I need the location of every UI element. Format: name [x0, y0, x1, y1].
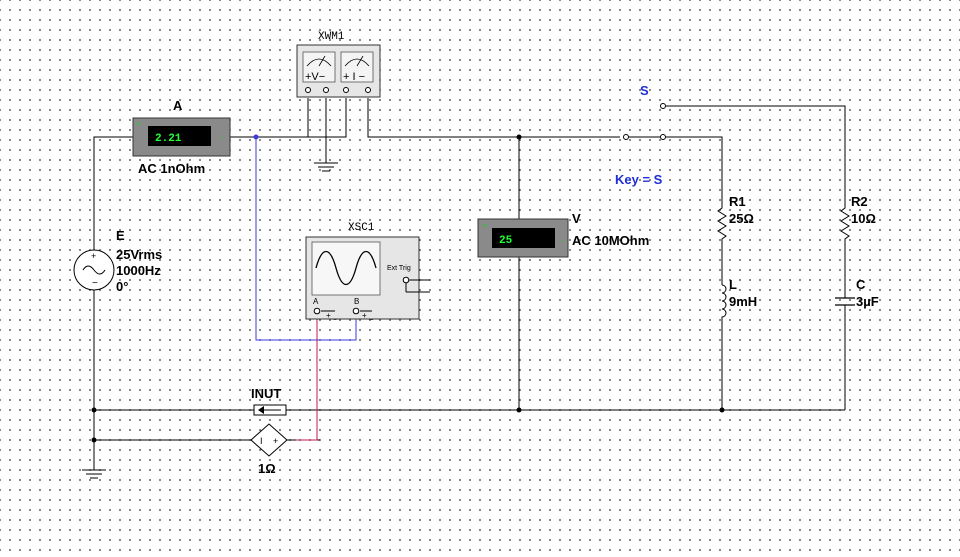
dep-source-plus: + [273, 436, 278, 446]
wattmeter[interactable]: XWM1 +V− + I − [296, 31, 381, 98]
voltmeter[interactable]: 25 + - V AC 10MOhm [477, 211, 649, 258]
voltage-dial-icon [306, 58, 332, 67]
channel-a-polarity: + _ [326, 311, 338, 320]
channel-a-label: A [313, 297, 319, 306]
oscilloscope-label: XSC1 [348, 222, 375, 234]
voltmeter-plus-terminal: + [482, 221, 487, 230]
wire-scope-channel-b[interactable] [296, 312, 318, 441]
switch-contact[interactable] [660, 134, 666, 140]
ammeter[interactable]: 2.21 + - A AC 1nOhm [132, 98, 231, 176]
l-label: L [729, 277, 737, 292]
source-plus-terminal: + [91, 251, 96, 261]
wattmeter-label: XWM1 [318, 31, 345, 43]
wattmeter-terminal[interactable] [323, 87, 329, 93]
source-frequency: 1000Hz [116, 263, 161, 278]
wire-scope-channel-a[interactable] [255, 137, 357, 341]
ext-trig-terminal[interactable] [402, 276, 410, 284]
sine-wave-icon [82, 265, 106, 275]
junction-dot [516, 407, 522, 413]
arrow-left-icon [258, 406, 264, 414]
junction-dot [91, 437, 97, 443]
voltmeter-label: V [572, 211, 581, 226]
wattmeter-voltage-term: +V− [305, 71, 325, 83]
r2-label: R2 [851, 194, 868, 209]
junction-dot [91, 407, 97, 413]
voltmeter-mode: AC 10MOhm [572, 233, 649, 248]
junction-dot [516, 134, 522, 140]
ground-icon [314, 162, 338, 172]
c-value: 3µF [856, 294, 879, 309]
wattmeter-terminal[interactable] [305, 87, 311, 93]
resistor-icon [840, 205, 850, 243]
source-minus-terminal: − [92, 278, 98, 289]
oscilloscope-screen [311, 241, 381, 296]
wire-wattmeter-i-in[interactable] [308, 98, 347, 138]
resistor-icon [717, 205, 727, 243]
voltmeter-reading: 25 [499, 235, 513, 247]
source-voltage: 25Vrms [116, 247, 162, 262]
current-sensor[interactable]: INUT [251, 386, 287, 416]
resistor-r1[interactable]: R1 25Ω [717, 194, 754, 243]
wire-source-top[interactable] [93, 136, 133, 250]
channel-b-polarity: + _ [362, 311, 374, 320]
ammeter-label: A [173, 98, 183, 113]
inductor-l[interactable]: L 9mH [721, 277, 757, 320]
dependent-voltage-source[interactable]: I + 1Ω [250, 423, 296, 476]
wire-wattmeter-i-out[interactable] [367, 98, 620, 138]
switch[interactable]: S Key = S [615, 83, 666, 187]
ammeter-plus-terminal: + [136, 119, 141, 128]
switch-key: Key = S [615, 172, 663, 187]
switch-label: S [640, 83, 649, 98]
l-value: 9mH [729, 294, 757, 309]
r1-value: 25Ω [729, 211, 754, 226]
wattmeter-terminal[interactable] [365, 87, 371, 93]
ammeter-minus-terminal: - [222, 133, 225, 142]
wire-switch-to-r1[interactable] [666, 136, 723, 205]
junction-dot [253, 134, 259, 140]
source-phase: 0° [116, 279, 128, 294]
channel-b-label: B [354, 297, 359, 306]
waveform-icon [315, 250, 377, 286]
wattmeter-terminal[interactable] [343, 87, 349, 93]
channel-a-terminal[interactable] [313, 307, 321, 315]
switch-contact[interactable] [660, 103, 666, 109]
junction-dot [719, 407, 725, 413]
dep-source-minus: I [260, 436, 263, 446]
ammeter-reading: 2.21 [155, 133, 182, 145]
ground-icon [82, 469, 106, 479]
switch-contact[interactable] [623, 134, 629, 140]
wire-switch-alt-to-r2[interactable] [666, 105, 846, 205]
wattmeter-current-term: + I − [343, 71, 365, 83]
r1-label: R1 [729, 194, 746, 209]
inductor-icon [721, 284, 727, 320]
junctions [91, 134, 725, 443]
channel-b-terminal[interactable] [352, 307, 360, 315]
capacitor-c[interactable]: C 3µF [835, 277, 879, 310]
oscilloscope[interactable]: XSC1 Ext Trig A B + _ + _ [305, 222, 430, 320]
diamond-source-icon [250, 423, 288, 457]
r2-value: 10Ω [851, 211, 876, 226]
ext-trig-label: Ext Trig [387, 265, 411, 272]
source-label: E [116, 228, 125, 243]
resistor-r2[interactable]: R2 10Ω [840, 194, 876, 243]
voltmeter-minus-terminal: - [561, 236, 564, 245]
sensor-label: INUT [251, 386, 281, 401]
ac-voltage-source[interactable]: + − E 25Vrms 1000Hz 0° [73, 228, 162, 294]
dep-source-gain: 1Ω [258, 461, 276, 476]
c-label: C [856, 277, 866, 292]
current-dial-icon [344, 58, 370, 67]
ammeter-mode: AC 1nOhm [138, 161, 205, 176]
